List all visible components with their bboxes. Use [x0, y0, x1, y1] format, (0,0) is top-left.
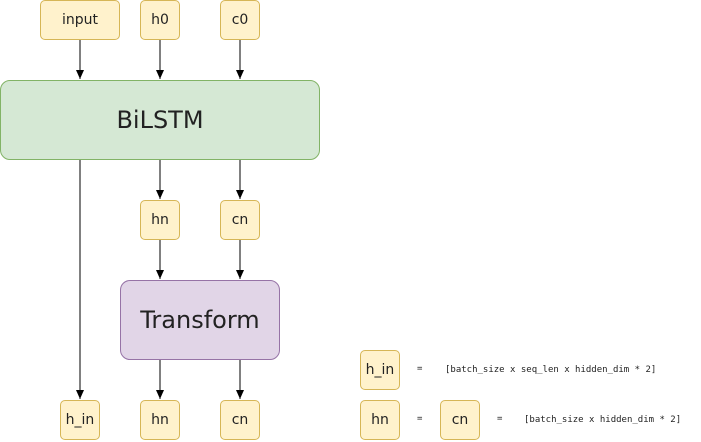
h0-node-label: h0	[151, 12, 169, 28]
cn-node[interactable]: cn	[220, 200, 260, 240]
input-node[interactable]: input	[40, 0, 120, 40]
bilstm-block[interactable]: BiLSTM	[0, 80, 320, 160]
output-hn-node[interactable]: hn	[140, 400, 180, 440]
hn-node-label: hn	[151, 212, 169, 228]
hn-node[interactable]: hn	[140, 200, 180, 240]
legend-shape-2: [batch_size x hidden_dim * 2]	[524, 415, 682, 425]
transform-block[interactable]: Transform	[120, 280, 280, 360]
transform-label: Transform	[140, 306, 260, 334]
output-h_in-node[interactable]: h_in	[60, 400, 100, 440]
legend-hn-box[interactable]: hn	[360, 400, 400, 440]
legend-h_in-label: h_in	[365, 362, 395, 378]
output-hn-label: hn	[151, 412, 169, 428]
h0-node[interactable]: h0	[140, 0, 180, 40]
c0-node-label: c0	[231, 12, 249, 28]
c0-node[interactable]: c0	[220, 0, 260, 40]
legend-equals-3: =	[497, 414, 503, 424]
legend-h_in-box[interactable]: h_in	[360, 350, 400, 390]
legend-hn-label: hn	[371, 412, 389, 428]
legend-cn-label: cn	[451, 412, 469, 428]
output-h_in-label: h_in	[65, 412, 95, 428]
input-node-label: input	[61, 12, 98, 28]
bilstm-label: BiLSTM	[116, 106, 204, 134]
cn-node-label: cn	[231, 212, 249, 228]
legend-shape-1: [batch_size x seq_len x hidden_dim * 2]	[445, 365, 657, 375]
legend-equals-1: =	[417, 364, 423, 374]
legend-equals-2: =	[417, 414, 423, 424]
output-cn-label: cn	[231, 412, 249, 428]
output-cn-node[interactable]: cn	[220, 400, 260, 440]
legend-cn-box[interactable]: cn	[440, 400, 480, 440]
